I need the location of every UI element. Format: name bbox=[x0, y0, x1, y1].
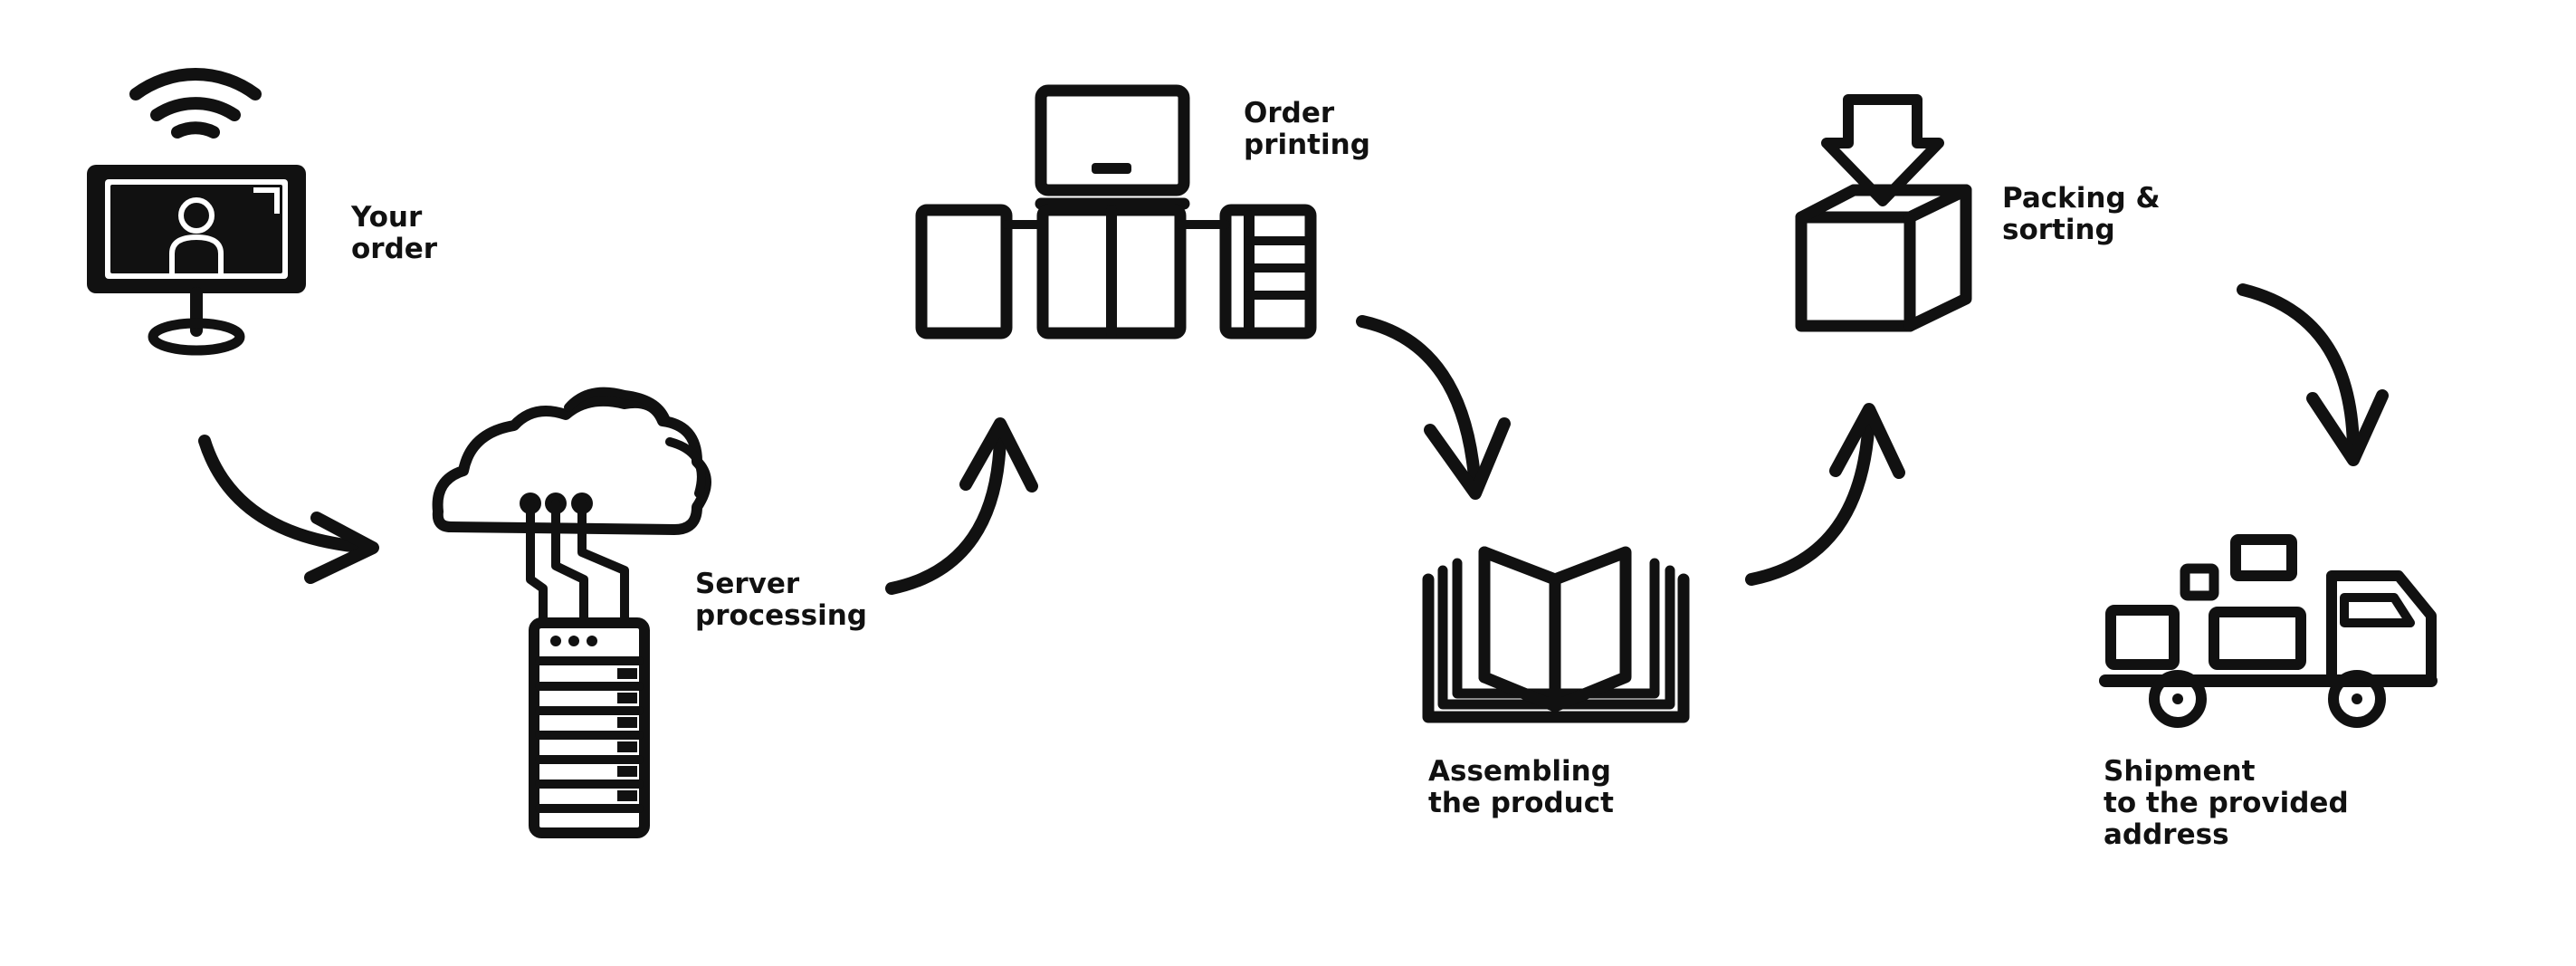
step-label-shipment: Shipment to the provided address bbox=[2104, 756, 2349, 851]
box-down-arrow-icon bbox=[1795, 94, 1972, 332]
flow-arrow-3 bbox=[1356, 315, 1511, 500]
step-label-line: Shipment bbox=[2104, 755, 2256, 788]
step-label-line: Assembling bbox=[1428, 755, 1611, 788]
step-label-line: printing bbox=[1244, 129, 1370, 161]
step-label-line: sorting bbox=[2002, 214, 2115, 246]
printing-machine-icon bbox=[915, 84, 1317, 340]
open-book-icon bbox=[1422, 546, 1690, 723]
flow-arrow-1 bbox=[198, 435, 379, 584]
delivery-truck-icon bbox=[2099, 534, 2438, 728]
step-label-line: order bbox=[351, 233, 438, 265]
step-label-packing: Packing & sorting bbox=[2002, 183, 2161, 246]
step-label-line: Packing & bbox=[2002, 182, 2161, 215]
cloud-server-icon bbox=[432, 387, 711, 838]
step-label-line: address bbox=[2104, 818, 2229, 851]
step-label-line: Your bbox=[351, 201, 423, 234]
step-label-line: the product bbox=[1428, 787, 1614, 819]
monitor-wifi-user-icon bbox=[87, 68, 306, 356]
flow-arrow-4 bbox=[1745, 403, 1905, 586]
step-label-your-order: Your order bbox=[351, 202, 437, 265]
step-label-line: to the provided bbox=[2104, 787, 2349, 819]
step-label-line: Order bbox=[1244, 97, 1335, 129]
step-label-line: processing bbox=[695, 599, 867, 632]
step-label-assembling: Assembling the product bbox=[1428, 756, 1614, 819]
step-label-server-processing: Server processing bbox=[695, 569, 867, 632]
flow-arrow-2 bbox=[885, 417, 1038, 595]
flow-arrow-5 bbox=[2237, 283, 2389, 466]
step-label-line: Server bbox=[695, 568, 800, 600]
step-label-order-printing: Order printing bbox=[1244, 98, 1370, 161]
